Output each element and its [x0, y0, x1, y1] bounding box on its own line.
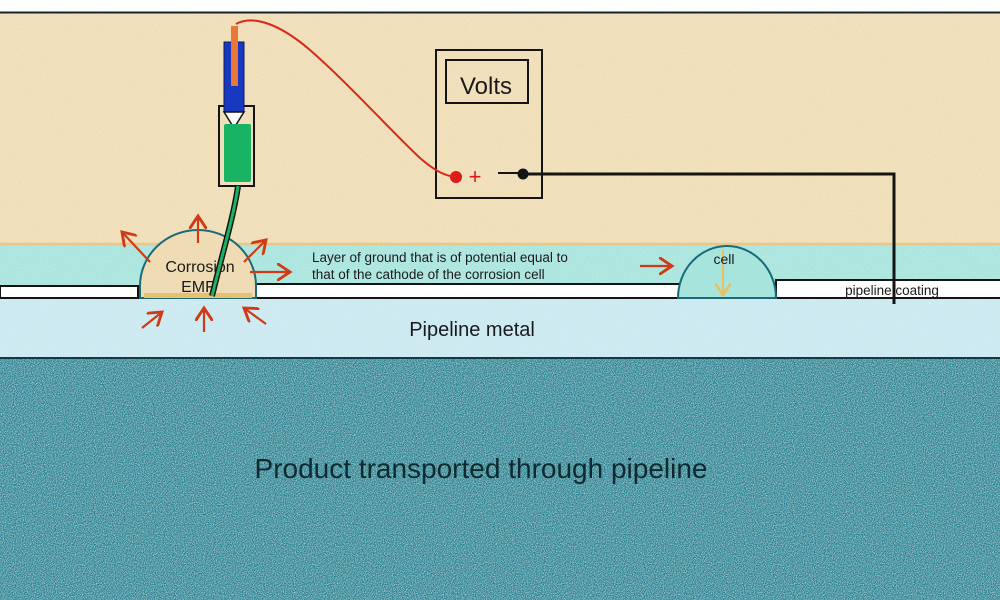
pipe-connection-wire	[523, 172, 896, 304]
cell-label: cell	[713, 251, 734, 267]
metal-label: Pipeline metal	[409, 319, 535, 341]
arrow-up-left	[122, 232, 151, 263]
voltmeter: Volts +	[435, 49, 543, 199]
positive-symbol: +	[469, 164, 482, 189]
corrosion-label: Corrosion	[165, 259, 234, 276]
arrow-in-right	[244, 308, 267, 325]
emf-label: EMF	[181, 279, 215, 296]
pipeline-metal	[0, 298, 1000, 358]
ground-layer-label-line2: that of the cathode of the corrosion cel…	[312, 267, 545, 282]
cathode-cell: cell	[676, 245, 778, 299]
arrow-in-left	[141, 312, 162, 329]
soil-region	[0, 12, 1000, 244]
voltmeter-title: Volts	[460, 73, 512, 100]
top-margin	[0, 0, 1000, 12]
arrow-up-right	[243, 240, 266, 263]
product-label: Product transported through pipeline	[255, 453, 708, 484]
product-region	[0, 357, 1000, 600]
probe-lead-wire	[235, 19, 457, 178]
coating-label: pipeline coating	[845, 283, 939, 298]
reference-electrode	[209, 26, 255, 297]
ground-layer-label-line1: Layer of ground that is of potential equ…	[312, 250, 568, 265]
current-arrows	[122, 216, 672, 332]
